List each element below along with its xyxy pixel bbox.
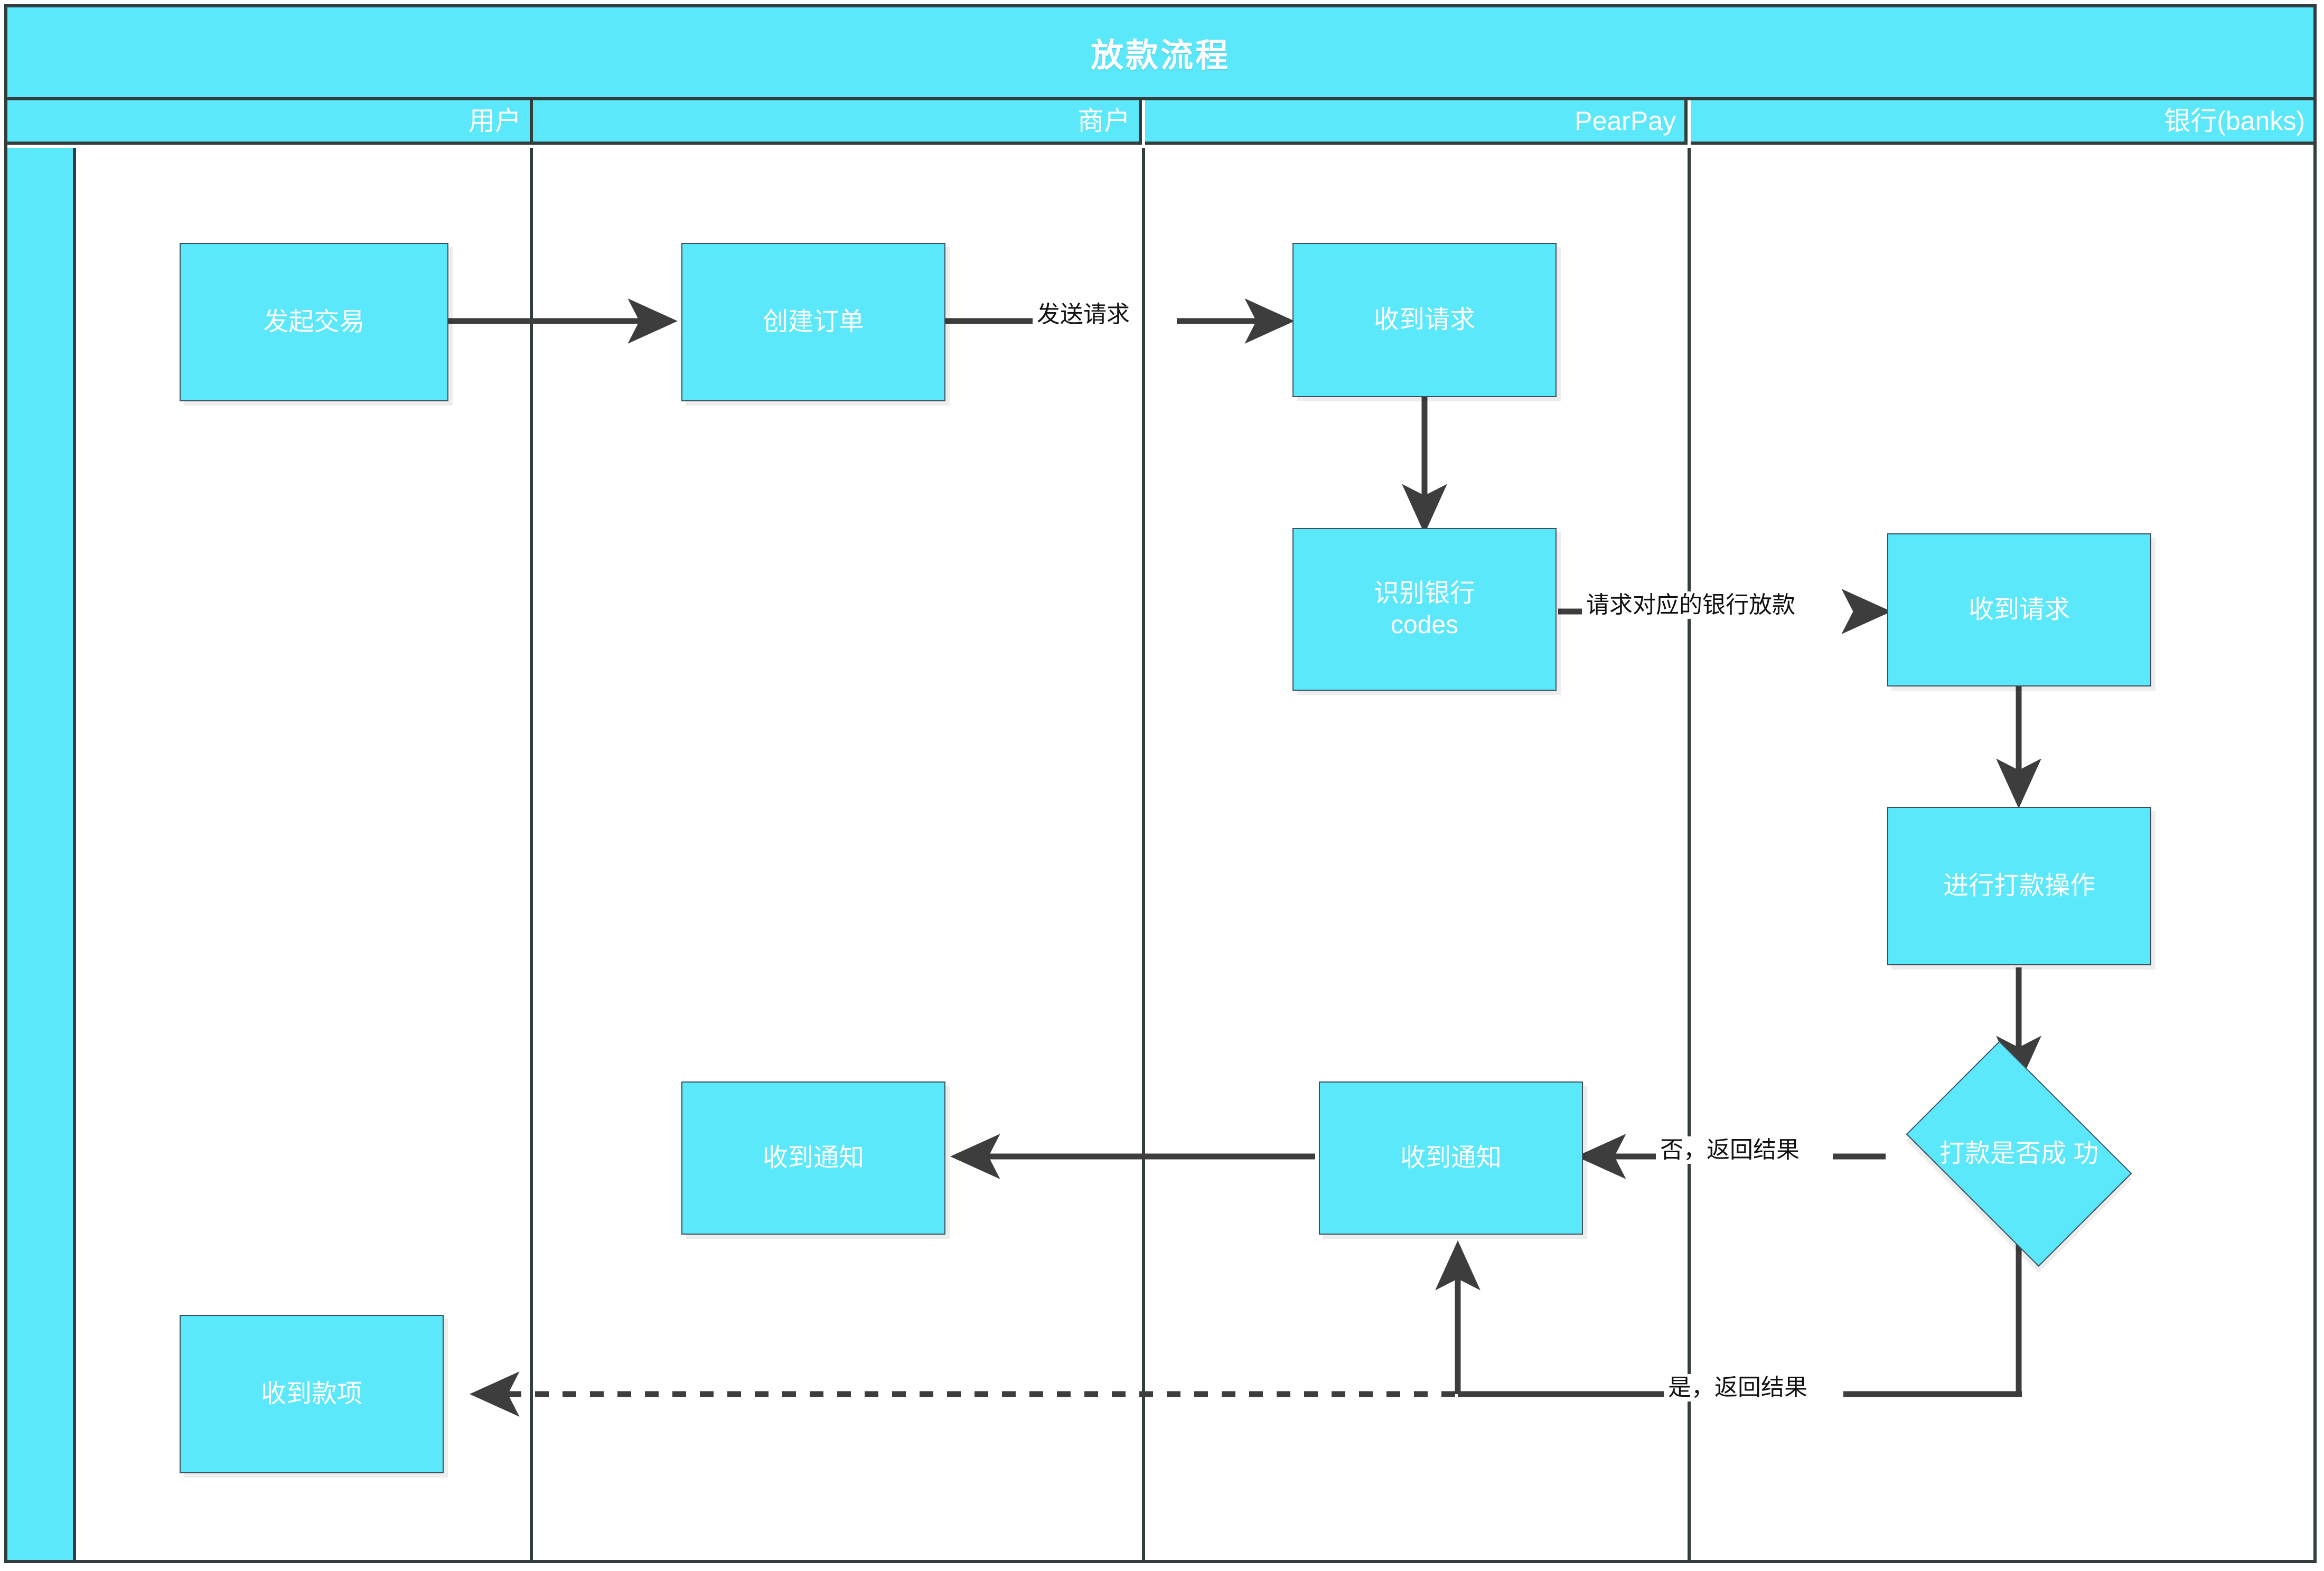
node-identify-bank-codes[interactable]: 识别银行 codes: [1292, 528, 1557, 691]
pool-side-bar: [7, 148, 76, 1560]
lane-header-user: 用户: [7, 100, 533, 145]
edge-label-no-return-result: 否，返回结果: [1656, 1136, 1804, 1164]
lane-header-label-user: 用户: [468, 106, 521, 136]
lane-divider-1: [530, 148, 533, 1560]
lane-header-bank: 银行(banks): [1691, 100, 2313, 145]
node-initiate-transaction[interactable]: 发起交易: [180, 243, 448, 401]
node-receive-request-pearpay[interactable]: 收到请求: [1292, 243, 1557, 397]
edge-label-send-request: 发送请求: [1033, 301, 1134, 329]
node-receive-request-bank[interactable]: 收到请求: [1887, 533, 2151, 686]
node-label: 收到款项: [260, 1380, 362, 1408]
edge-label-yes-return-result: 是，返回结果: [1664, 1374, 1812, 1402]
node-receive-notification-pearpay[interactable]: 收到通知: [1319, 1081, 1583, 1235]
lane-divider-2: [1142, 148, 1145, 1560]
node-label: 收到通知: [1400, 1144, 1502, 1172]
lane-header-merchant: 商户: [533, 100, 1142, 145]
lane-header-pearpay: PearPay: [1145, 100, 1688, 145]
node-label: 进行打款操作: [1943, 872, 2095, 900]
node-label-line-1: 识别银行: [1373, 579, 1475, 607]
lane-header-label-bank: 银行(banks): [2164, 106, 2305, 136]
node-create-order[interactable]: 创建订单: [681, 243, 945, 401]
node-label: 收到请求: [1968, 596, 2070, 624]
diagram-title-band: 放款流程: [7, 7, 2313, 100]
node-label: 收到通知: [762, 1144, 864, 1172]
node-label: 发起交易: [263, 308, 365, 336]
node-receive-notification-merchant[interactable]: 收到通知: [681, 1081, 945, 1235]
diagram-title: 放款流程: [1090, 37, 1230, 74]
edge-label-request-bank-disbursement: 请求对应的银行放款: [1582, 591, 1800, 619]
node-label: 收到请求: [1373, 306, 1475, 334]
node-label: 创建订单: [762, 308, 864, 336]
node-is-transfer-successful[interactable]: 打款是否成 功: [1906, 1041, 2132, 1267]
node-perform-transfer[interactable]: 进行打款操作: [1887, 807, 2151, 965]
lane-header-label-pearpay: PearPay: [1575, 106, 1676, 136]
node-receive-funds[interactable]: 收到款项: [180, 1315, 444, 1473]
node-label-line-2: codes: [1390, 611, 1459, 639]
lane-divider-3: [1688, 148, 1691, 1560]
lane-header-label-merchant: 商户: [1077, 106, 1130, 136]
